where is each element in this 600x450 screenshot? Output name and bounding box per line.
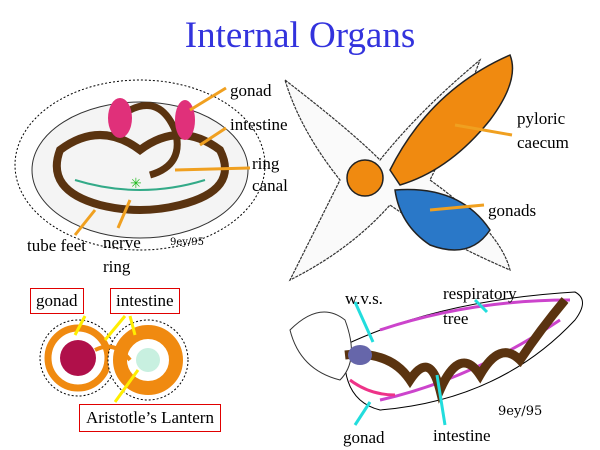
- label-intestine-cucumber: intestine: [433, 426, 491, 445]
- label-ring: ring: [252, 154, 280, 173]
- sea-star-arrows: [429, 123, 513, 212]
- label-tree: tree: [443, 309, 469, 328]
- label-respiratory: respiratory: [443, 284, 517, 303]
- artist-signature: 9ey/95: [170, 237, 204, 248]
- label-nerve-ring: ring: [103, 257, 131, 276]
- urchin-section-drawing: [39, 319, 189, 401]
- sea-star-drawing: [283, 54, 514, 282]
- label-box-intestine: intestine: [110, 288, 180, 315]
- label-box-gonad: gonad: [30, 288, 84, 315]
- label-tube-feet: tube feet: [27, 236, 86, 255]
- label-pyloric: pyloric: [517, 109, 566, 128]
- label-gonad-cucumber: gonad: [343, 428, 385, 447]
- label-wvs: w.v.s.: [345, 289, 383, 308]
- label-gonad: gonad: [230, 81, 272, 100]
- sea-cucumber-arrows: [353, 298, 489, 426]
- label-gonads: gonads: [488, 201, 537, 220]
- artist-signature: 9ey/95: [498, 404, 542, 419]
- label-intestine: intestine: [230, 115, 288, 134]
- label-nerve: nerve: [103, 233, 141, 252]
- label-canal: canal: [252, 176, 288, 195]
- label-caecum: caecum: [517, 133, 569, 152]
- page-title: Internal Organs: [184, 15, 416, 56]
- urchin-section-arrows: [73, 315, 140, 403]
- sea-cucumber-drawing: [289, 291, 583, 411]
- sea-urchin-drawing: ✳: [14, 79, 266, 251]
- svg-text:✳: ✳: [130, 177, 142, 192]
- label-box-aristotles-lantern: Aristotle’s Lantern: [79, 404, 221, 433]
- sea-urchin-arrows: [73, 86, 251, 236]
